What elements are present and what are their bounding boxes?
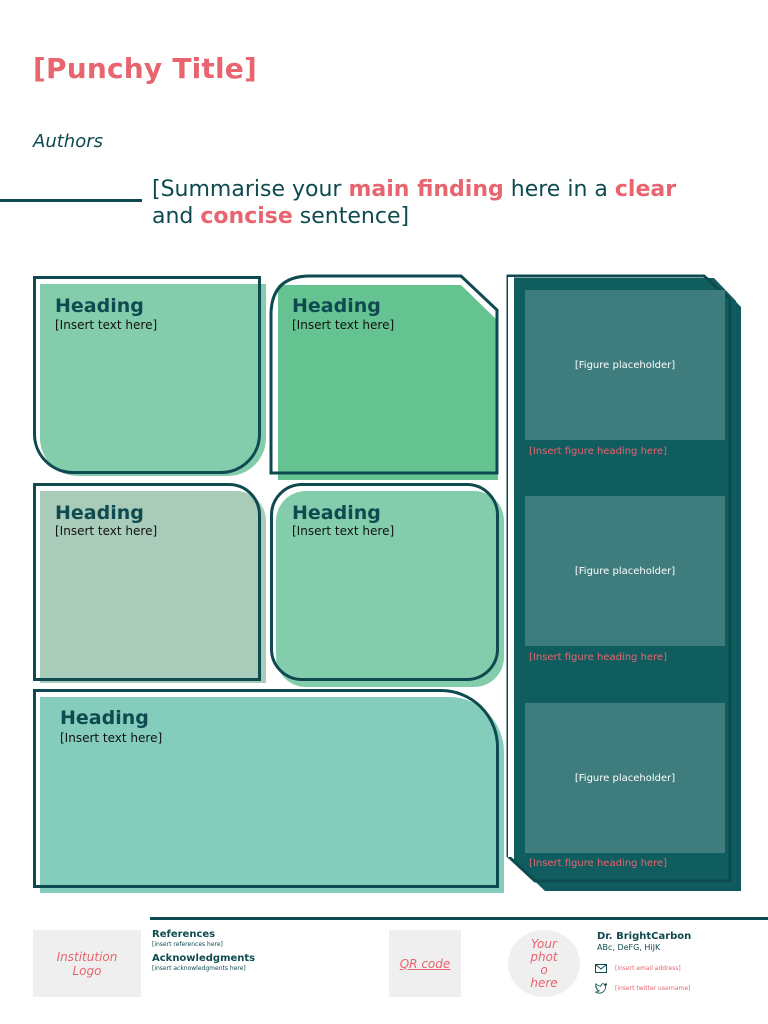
- panel-5-border: [33, 689, 499, 888]
- authors: Authors: [33, 131, 103, 152]
- panel-3-heading: Heading: [55, 502, 144, 524]
- panel-3-text: [Insert text here]: [55, 524, 158, 538]
- summary-highlight: concise: [200, 204, 293, 229]
- figure-caption: [Insert figure heading here]: [529, 652, 668, 663]
- author-department: ABc, DeFG, HiJK: [597, 943, 661, 952]
- figure-placeholder: [Figure placeholder]: [525, 703, 725, 853]
- twitter-icon: [595, 983, 607, 994]
- mail-icon: [595, 964, 607, 973]
- panel-4-heading: Heading: [292, 502, 381, 524]
- figure-column-outline: [508, 277, 514, 857]
- acknowledgments-text: [insert acknowledgments here]: [152, 965, 246, 972]
- panel-1-border: [33, 276, 261, 474]
- twitter-username[interactable]: [insert twitter username]: [615, 985, 691, 992]
- figure-caption: [Insert figure heading here]: [529, 446, 668, 457]
- institution-logo: Institution Logo: [33, 930, 141, 997]
- footer-divider: [150, 917, 768, 920]
- panel-1-text: [Insert text here]: [55, 318, 158, 332]
- summary-highlight: clear: [614, 177, 677, 202]
- summary-part: here in a: [503, 177, 615, 202]
- author-photo-text: Your phot o here: [530, 936, 558, 990]
- references-heading: References: [152, 929, 216, 940]
- summary-part: and: [152, 204, 201, 229]
- divider-line: [0, 199, 142, 202]
- panel-2-heading: Heading: [292, 295, 381, 317]
- institution-logo-text: Institution Logo: [56, 949, 118, 978]
- figure-placeholder: [Figure placeholder]: [525, 496, 725, 646]
- panel-3-border: [33, 483, 261, 681]
- qr-code[interactable]: QR code: [389, 930, 461, 997]
- author-photo: Your phot o here: [508, 930, 580, 997]
- panel-4-fill: [276, 491, 504, 687]
- panel-4-border: [270, 483, 499, 681]
- acknowledgments-heading: Acknowledgments: [152, 953, 256, 964]
- panel-3-fill: [40, 491, 266, 683]
- panel-5-text: [Insert text here]: [60, 731, 163, 745]
- panel-5-heading: Heading: [60, 707, 149, 729]
- summary-part: sentence]: [292, 204, 410, 229]
- author-name: Dr. BrightCarbon: [597, 931, 692, 942]
- panel-2-text: [Insert text here]: [292, 318, 395, 332]
- summary-highlight: main finding: [348, 177, 504, 202]
- poster-title: [Punchy Title]: [33, 52, 257, 85]
- summary-part: [Summarise your: [152, 177, 349, 202]
- references-text: [insert references here]: [152, 941, 223, 948]
- panel-2-shape: [269, 274, 499, 480]
- qr-code-label: QR code: [399, 956, 451, 971]
- summary-sentence: [Summarise your main finding here in a c…: [152, 176, 752, 230]
- panel-4-text: [Insert text here]: [292, 524, 395, 538]
- panel-5-fill: [40, 697, 504, 893]
- figure-placeholder: [Figure placeholder]: [525, 290, 725, 440]
- email-address[interactable]: [insert email address]: [615, 965, 681, 972]
- figure-caption: [Insert figure heading here]: [529, 858, 668, 869]
- panel-1-heading: Heading: [55, 295, 144, 317]
